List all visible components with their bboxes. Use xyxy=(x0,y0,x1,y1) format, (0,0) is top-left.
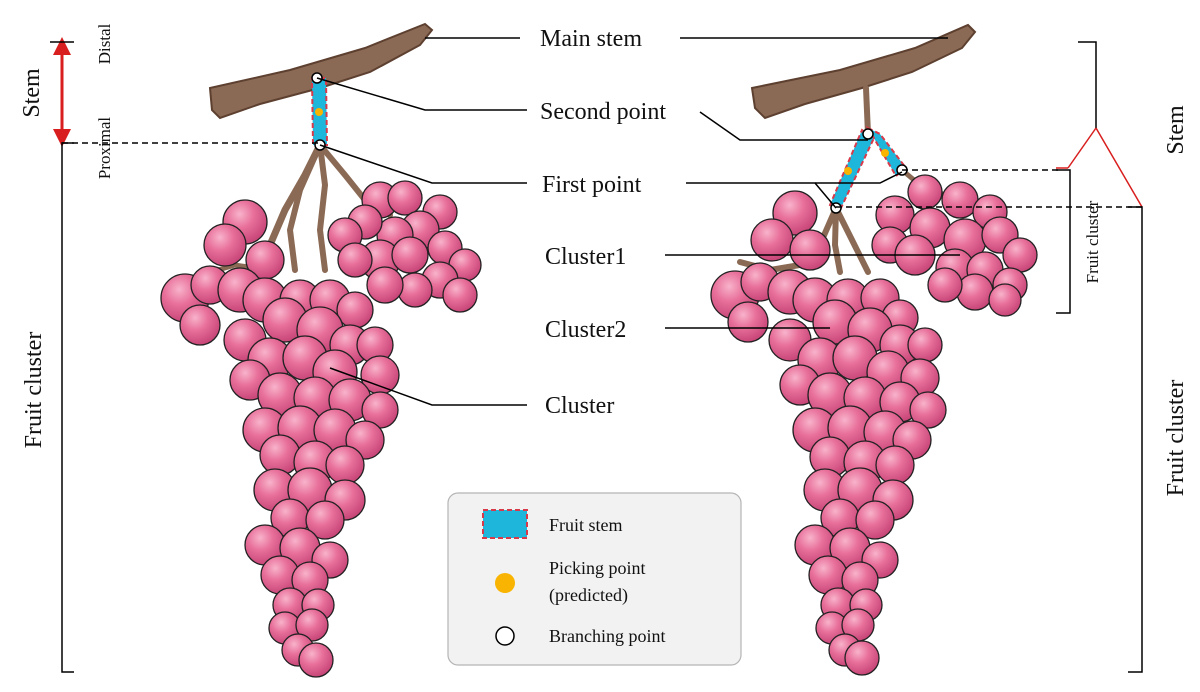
grape-berry xyxy=(337,242,373,278)
grape-berry xyxy=(789,229,831,271)
grape-berry xyxy=(203,223,247,267)
grape-berry xyxy=(844,640,880,676)
white-circle-icon xyxy=(495,626,515,646)
right-picking-point-icon-1 xyxy=(844,167,852,175)
left-grape xyxy=(160,22,482,678)
label-stem-right: Stem xyxy=(1163,105,1189,155)
right-second-point-icon xyxy=(862,128,874,140)
label-cluster: Cluster xyxy=(545,393,614,419)
legend-picking-point-line1: Picking point xyxy=(549,558,646,578)
grape-berry xyxy=(1002,237,1038,273)
left-annotations: Stem Distal Proximal Fruit cluster xyxy=(19,23,320,673)
grape-berry xyxy=(442,277,478,313)
grape-berry xyxy=(927,267,963,303)
right-grape-berries xyxy=(710,174,1038,676)
right-grape xyxy=(710,23,1038,676)
label-cluster2: Cluster2 xyxy=(545,317,626,343)
label-proximal: Proximal xyxy=(95,117,114,180)
left-grape-berries xyxy=(160,180,482,678)
grape-berry xyxy=(956,273,994,311)
label-stem-left: Stem xyxy=(19,68,45,118)
grape-berry xyxy=(305,500,345,540)
label-distal: Distal xyxy=(95,23,114,64)
label-main-stem: Main stem xyxy=(540,26,642,52)
grape-berry xyxy=(298,642,334,678)
grape-berry xyxy=(909,391,947,429)
grape-berry xyxy=(366,266,404,304)
grape-berry xyxy=(325,445,365,485)
right-main-stem xyxy=(750,23,977,120)
label-cluster1: Cluster1 xyxy=(545,244,626,270)
left-picking-point-icon xyxy=(315,108,323,116)
grape-berry xyxy=(179,304,221,346)
label-first-point: First point xyxy=(542,172,642,198)
grape-berry xyxy=(391,236,429,274)
orange-dot-icon xyxy=(495,573,515,593)
grape-berry xyxy=(875,445,915,485)
grape-berry xyxy=(727,301,769,343)
right-picking-point-icon-2 xyxy=(881,149,889,157)
grape-berry xyxy=(397,272,433,308)
grape-berry xyxy=(387,180,423,216)
grape-berry xyxy=(988,283,1022,317)
grape-berry xyxy=(855,500,895,540)
legend-picking-point-line2: (predicted) xyxy=(549,585,628,606)
legend-fruit-stem: Fruit stem xyxy=(549,515,623,535)
label-fruit-cluster-left: Fruit cluster xyxy=(21,332,47,449)
left-main-stem xyxy=(208,22,434,120)
grape-berry xyxy=(907,327,943,363)
label-fruit-cluster-right: Fruit cluster xyxy=(1163,380,1189,497)
leader-lines xyxy=(316,37,960,406)
legend-branching-point: Branching point xyxy=(549,626,665,646)
label-second-point: Second point xyxy=(540,99,666,125)
grape-berry xyxy=(907,174,943,210)
blue-dashed-rectangle-icon xyxy=(482,509,528,539)
right-annotations: Stem Fruit cluster Fruit cluster xyxy=(836,41,1189,673)
label-fruit-cluster-small: Fruit cluster xyxy=(1083,200,1102,283)
legend: Fruit stem Picking point (predicted) Bra… xyxy=(447,492,742,666)
